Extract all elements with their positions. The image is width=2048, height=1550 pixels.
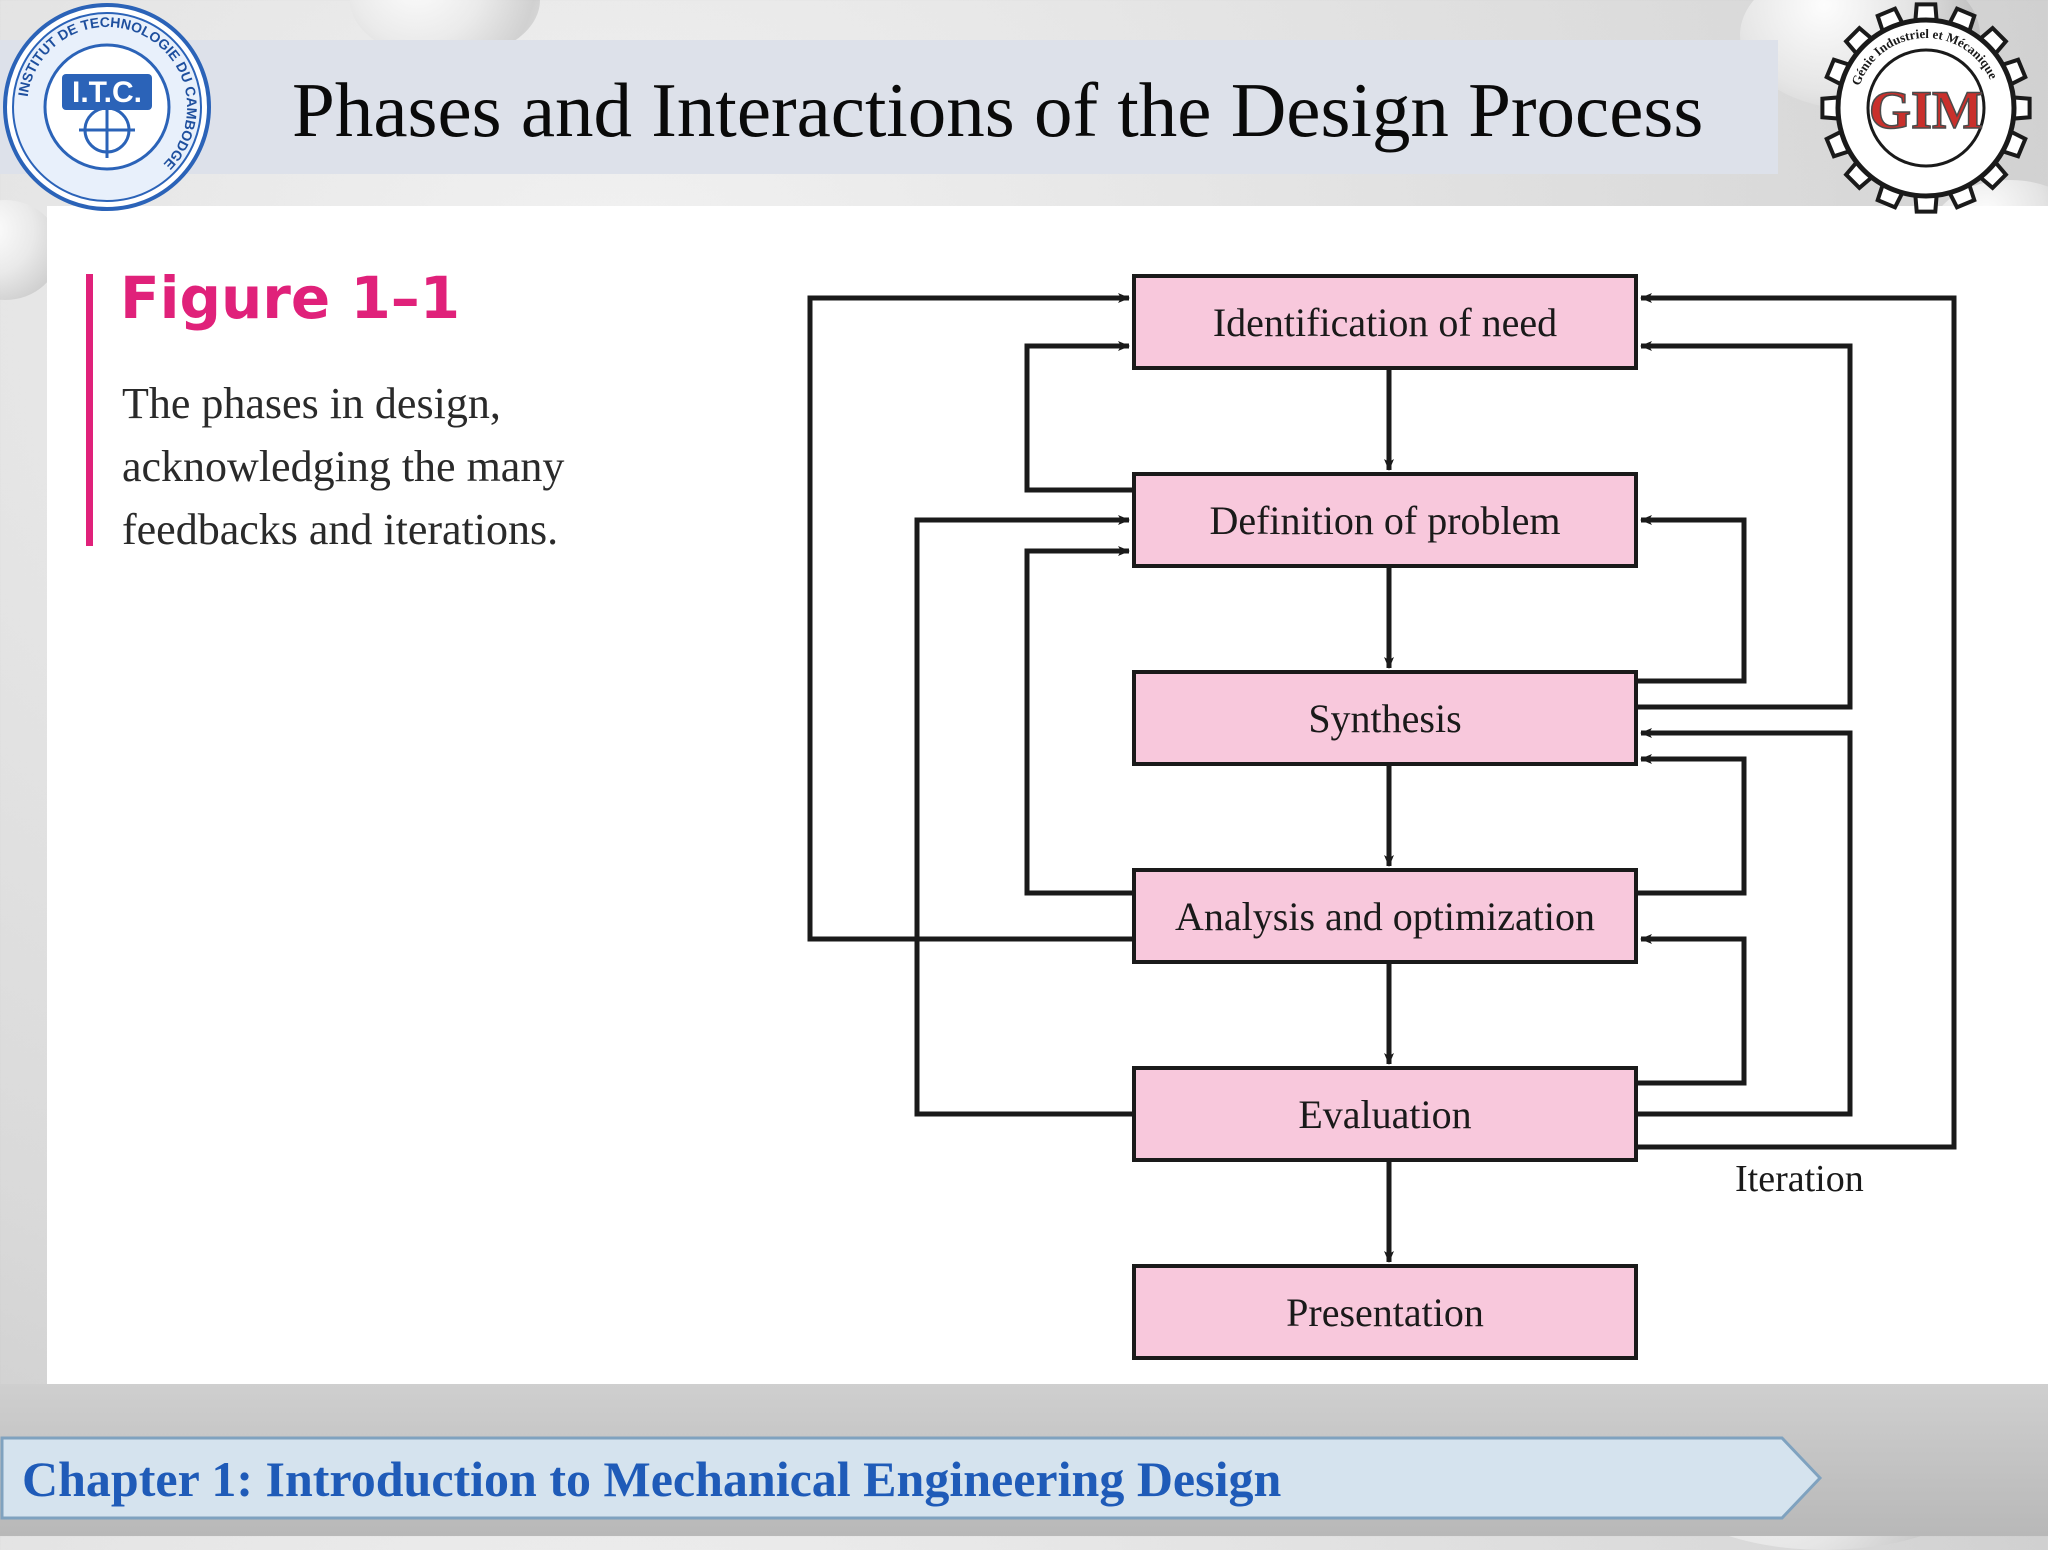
node-box-evaluation	[1132, 1066, 1638, 1162]
feedback-synthesis-to-problem	[1638, 515, 1747, 684]
node-label-synthesis: Synthesis	[1308, 696, 1461, 741]
iteration-evaluation-to-need	[1638, 293, 1957, 1150]
gear-logo-icon: Génie Industriel et Mécanique GIM	[1820, 2, 2032, 214]
itc-seal-icon: INSTITUT DE TECHNOLOGIE DU CAMBODGE I.T.…	[3, 3, 211, 211]
footer-arrow-banner	[0, 1436, 1823, 1520]
feedback-evaluation-to-analysis	[1638, 934, 1747, 1086]
feedback-analysis-to-need	[807, 293, 1132, 942]
itc-seal-text: I.T.C.	[72, 76, 142, 109]
feedback-synthesis-to-need	[1638, 341, 1853, 710]
node-label-presentation: Presentation	[1286, 1290, 1484, 1335]
node-label-problem: Definition of problem	[1209, 498, 1560, 543]
node-label-analysis: Analysis and optimization	[1175, 894, 1595, 939]
feedback-problem-to-need	[1024, 341, 1132, 493]
title-bar	[268, 40, 1778, 174]
node-label-evaluation: Evaluation	[1298, 1092, 1471, 1137]
figure-accent-bar	[86, 274, 93, 546]
figure-caption: The phases in design, acknowledging the …	[122, 379, 565, 554]
node-box-problem	[1132, 472, 1638, 568]
node-box-presentation	[1132, 1264, 1638, 1360]
figure-label: Figure 1–1	[120, 264, 461, 332]
gim-logo-text: GIM	[1869, 80, 1983, 140]
iteration-label: Iteration	[1735, 1158, 1864, 1200]
node-label-need: Identification of need	[1213, 300, 1557, 345]
footer-chapter-title: Chapter 1: Introduction to Mechanical En…	[22, 1451, 1282, 1507]
feedback-evaluation-to-problem	[914, 515, 1132, 1117]
node-box-synthesis	[1132, 670, 1638, 766]
feedback-analysis-to-synthesis	[1638, 754, 1747, 896]
node-box-analysis	[1132, 868, 1638, 964]
node-box-need	[1132, 274, 1638, 370]
slide-content-area	[47, 206, 2048, 1384]
slide-title: Phases and Interactions of the Design Pr…	[292, 67, 1704, 153]
feedback-analysis-to-problem	[1024, 546, 1132, 896]
feedback-evaluation-to-synthesis	[1638, 728, 1853, 1117]
